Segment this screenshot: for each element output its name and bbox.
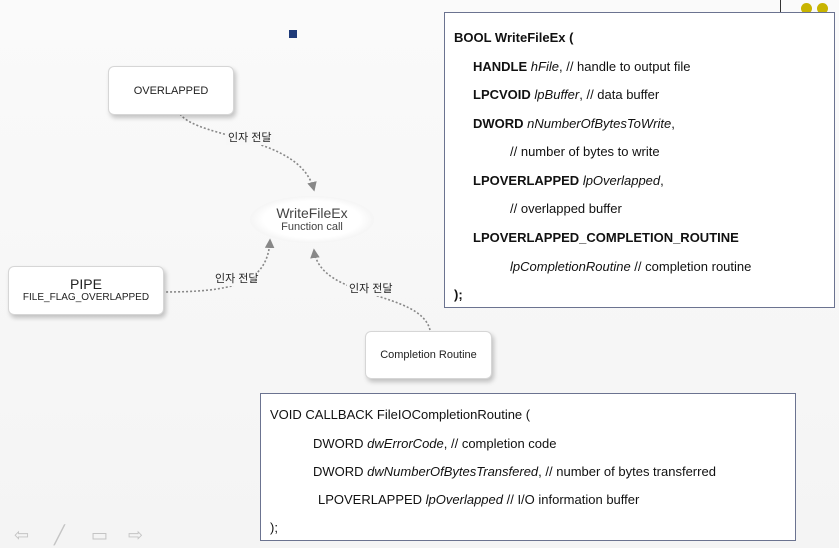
param-name: lpOverlapped [425,492,503,507]
param-line-lpbuffer: LPCVOID lpBuffer, // data buffer [473,87,659,102]
param-name: nNumberOfBytesToWrite [527,116,672,131]
param-name: hFile [530,59,559,74]
edge-overlapped-writefile [179,113,317,192]
completion-routine-node: Completion Routine [365,331,492,379]
comment-nbytes: // number of bytes to write [510,144,660,159]
param-type: DWORD [473,116,524,131]
param-type: DWORD [313,464,364,479]
comment-overlapped: // overlapped buffer [510,201,622,216]
writefileex-node: WriteFileEx Function call [250,196,374,243]
callback-footer: ); [270,520,278,535]
edge-pipe-writefile [161,238,275,293]
completion-label: Completion Routine [380,349,477,361]
writefileex-footer: ); [454,287,463,302]
edge-label-completion: 인자 전달 [347,283,395,296]
param-comment: , // data buffer [579,87,660,102]
overlapped-node: OVERLAPPED [108,66,234,115]
next-slide-icon[interactable]: ⇨ [128,525,144,545]
param-type: LPOVERLAPPED [318,492,423,507]
param-comment: , // completion code [443,436,557,451]
param-comment: , // handle to output file [558,59,691,74]
param-comment: , // number of bytes transferred [538,464,716,479]
param-line-lpoverlapped: LPOVERLAPPED lpOverlapped, [473,173,664,188]
callback-signature-box: VOID CALLBACK FileIOCompletionRoutine ( … [260,393,796,541]
param-type: HANDLE [473,59,528,74]
menu-icon[interactable]: ▭ [91,525,109,545]
edge-label-overlapped: 인자 전달 [226,132,274,145]
writefileex-title: WriteFileEx [276,205,348,221]
param-type-completion: LPOVERLAPPED_COMPLETION_ROUTINE [473,230,739,245]
callback-param-errorcode: DWORD dwErrorCode, // completion code [313,436,557,451]
param-name: dwNumberOfBytesTransfered [367,464,539,479]
param-name: lpCompletionRoutine [510,259,631,274]
writefileex-signature-box: BOOL WriteFileEx ( HANDLE hFile, // hand… [444,12,835,308]
overlapped-label: OVERLAPPED [133,84,209,97]
param-name: lpBuffer [534,87,580,102]
slide-marker [289,30,297,38]
param-type: LPCVOID [473,87,531,102]
pipe-title: PIPE [70,276,102,292]
param-line-nbytes: DWORD nNumberOfBytesToWrite, [473,116,675,131]
pipe-node: PIPE FILE_FLAG_OVERLAPPED [8,266,164,315]
callback-param-bytes: DWORD dwNumberOfBytesTransfered, // numb… [313,464,716,479]
callback-param-overlapped: LPOVERLAPPED lpOverlapped // I/O informa… [318,492,639,507]
param-type: LPOVERLAPPED [473,173,580,188]
param-comment: , [660,173,664,188]
pen-icon[interactable]: ╱ [54,525,65,545]
writefileex-header: BOOL WriteFileEx ( [454,30,574,45]
decor-dot [801,3,812,14]
param-line-completion: lpCompletionRoutine // completion routin… [510,259,751,274]
param-comment: // completion routine [630,259,752,274]
writefileex-subtitle: Function call [281,221,343,233]
param-comment: // I/O information buffer [503,492,640,507]
param-type: DWORD [313,436,364,451]
param-name: dwErrorCode [367,436,444,451]
prev-slide-icon[interactable]: ⇦ [14,525,30,545]
param-comment: , [671,116,675,131]
param-line-hfile: HANDLE hFile, // handle to output file [473,59,691,74]
pipe-subtitle: FILE_FLAG_OVERLAPPED [22,292,150,303]
param-name: lpOverlapped [582,173,661,188]
decor-dot [817,3,828,14]
callback-header: VOID CALLBACK FileIOCompletionRoutine ( [270,407,531,422]
edge-label-pipe: 인자 전달 [213,273,261,286]
